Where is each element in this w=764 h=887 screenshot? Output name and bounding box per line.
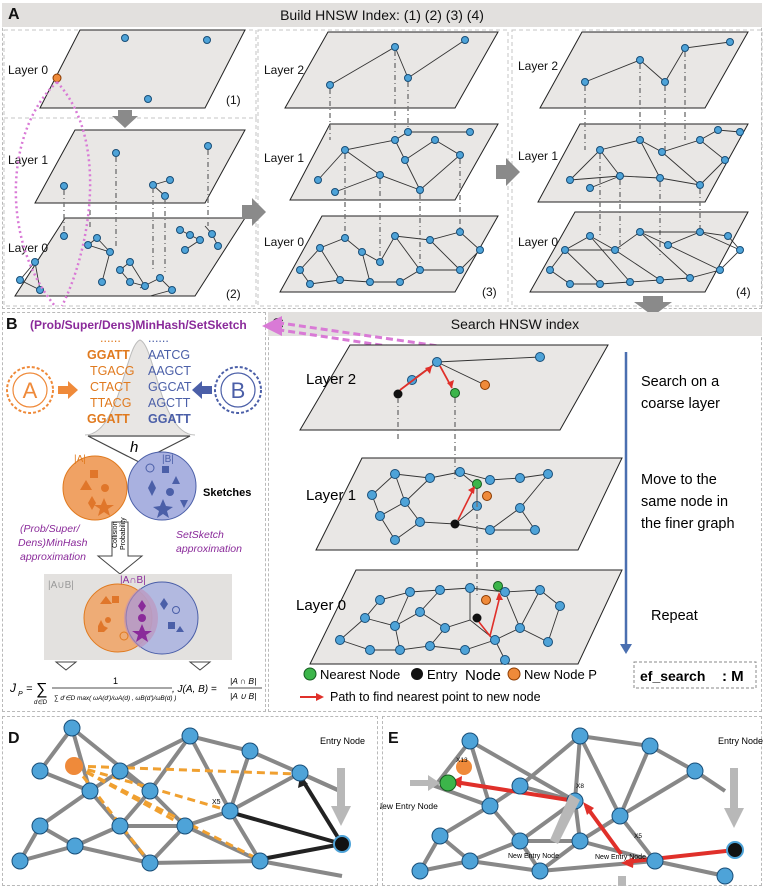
e-entry-label: Entry Node	[718, 736, 763, 746]
d-entry-label: Entry Node	[320, 736, 365, 746]
c-step3: Repeat	[651, 608, 698, 624]
e-new-entry-right: New Entry Node	[595, 854, 646, 861]
dots-a: ......	[100, 331, 121, 345]
c-step1-line2: coarse layer	[641, 396, 720, 412]
legend-path: Path to find nearest point to new node	[330, 690, 541, 704]
formula-numerator: 1	[113, 676, 118, 686]
a1-layer0-plane	[39, 29, 246, 109]
a4-layer1-nodes	[566, 126, 744, 192]
panel-d	[2, 716, 378, 886]
a4-layer0-label: Layer 0	[518, 235, 558, 249]
sum-symbol: ∑	[36, 681, 47, 698]
a3-layer0-nodes	[296, 228, 484, 288]
legend-entry-node: Node	[465, 667, 501, 684]
a1-step-label: (1)	[226, 93, 241, 107]
legend-entry: Entry	[427, 667, 458, 682]
approx-left-0: (Prob/Super/	[20, 523, 81, 535]
a3-layer1-label: Layer 1	[264, 151, 304, 165]
legend-nearest: Nearest Node	[320, 667, 400, 682]
panel-e	[382, 716, 762, 886]
a3-layer2-label: Layer 2	[264, 63, 304, 77]
panel-a-letter: A	[8, 6, 20, 23]
svg-text:=: =	[26, 683, 33, 695]
collision-0: Collision	[112, 521, 119, 548]
a1-layer0-label: Layer 0	[8, 63, 48, 77]
seq-b-1: AAGCT	[148, 364, 191, 378]
set-a-label: A	[23, 378, 38, 403]
set-b-label: B	[231, 378, 246, 403]
seq-a-3: TTACG	[90, 396, 131, 410]
formula-denominator: ∑ d′∈D max( ωA(d′)/ωA(d) , ωB(d′)/ωB(d) …	[54, 695, 176, 702]
approx-left-2: approximation	[20, 551, 86, 563]
approx-right-1: approximation	[176, 543, 242, 555]
panel-a-graphics: Layer 0 (1) Layer 1 Layer 0 (2) Layer 2 …	[3, 29, 763, 312]
a3-layer1-nodes	[314, 128, 474, 196]
panel-b-graphics: A B ...... ...... GGATT TGACG CTACT TTAC…	[6, 331, 262, 706]
c-layer1-label: Layer 1	[306, 487, 356, 504]
a4-layer1-label: Layer 1	[518, 149, 558, 163]
panel-b-title: (Prob/Super/Dens)MinHash/SetSketch	[30, 318, 247, 332]
e-x13-label: X13	[456, 757, 468, 764]
panel-c-title: Search HNSW index	[450, 316, 580, 332]
c-step2-line2: same node in	[641, 494, 728, 510]
seq-b-2: GGCAT	[148, 380, 192, 394]
panel-b-letter: B	[6, 316, 18, 333]
a3-layer0-label: Layer 0	[264, 235, 304, 249]
sum-sub: d∈D	[34, 699, 48, 706]
legend-new: New Node P	[524, 667, 597, 682]
intersection-label: |A∩B|	[120, 575, 146, 586]
jp-lhs: J	[9, 681, 17, 695]
d-x5-label: X5	[212, 799, 221, 806]
panel-b	[2, 312, 266, 712]
panel-d-graphics: Entry Node X5	[11, 719, 365, 878]
c-layer1-nodes	[367, 467, 553, 545]
e-x5-label: X5	[634, 833, 642, 840]
c-layer2-label: Layer 2	[306, 371, 356, 388]
panel-e-letter: E	[388, 730, 399, 747]
card-b: |B|	[162, 454, 174, 465]
e-new-entry-left: New Entry Node	[380, 801, 438, 811]
union-label: |A∪B|	[48, 580, 74, 591]
panel-d-letter: D	[8, 730, 20, 747]
d-nodes	[11, 719, 309, 872]
seq-a-2: CTACT	[90, 380, 131, 394]
panel-c-header: Search HNSW index	[268, 312, 762, 336]
formula-j-den: |A ∪ B|	[230, 691, 256, 701]
approx-right-0: SetSketch	[176, 529, 224, 541]
formula-j-num: |A ∩ B|	[230, 676, 256, 686]
seq-b-0: AATCG	[148, 348, 190, 362]
ef-search-value: : M	[722, 668, 744, 685]
dots-b: ......	[148, 331, 169, 345]
card-a: |A|	[74, 454, 86, 465]
collision-1: Probability	[120, 517, 127, 550]
c-step2-line1: Move to the	[641, 472, 717, 488]
hash-label: h	[130, 439, 138, 456]
seq-a-4: GGATT	[87, 412, 130, 426]
c-step1-line1: Search on a	[641, 374, 720, 390]
c-layer0-label: Layer 0	[296, 597, 346, 614]
a4-layer0-nodes	[546, 228, 744, 288]
panel-a-header: Build HNSW Index: (1) (2) (3) (4)	[2, 3, 762, 27]
e-x8-label: X8	[576, 783, 584, 790]
a4-layer2-label: Layer 2	[518, 59, 558, 73]
ef-search-label: ef_search	[640, 668, 705, 684]
c-layer0-nodes	[335, 583, 565, 665]
a3-step-label: (3)	[482, 285, 497, 299]
e-new-entry-mid: New Entry Node	[508, 853, 559, 860]
sketches-label: Sketches	[203, 487, 251, 499]
seq-b-3: AGCTT	[148, 396, 191, 410]
a2-layer0-label: Layer 0	[8, 241, 48, 255]
a2-step-label: (2)	[226, 287, 241, 301]
seq-a-1: TGACG	[90, 364, 134, 378]
a4-step-label: (4)	[736, 285, 751, 299]
jp-sub: P	[18, 691, 23, 698]
panel-a-title: Build HNSW Index: (1) (2) (3) (4)	[280, 7, 484, 23]
formula-j: , J(A, B) =	[172, 684, 217, 695]
seq-a-0: GGATT	[87, 348, 130, 362]
seq-b-4: GGATT	[148, 412, 191, 426]
panel-e-graphics: Entry Node New Entry Node New Entry Node…	[380, 727, 763, 886]
c-step2-line3: the finer graph	[641, 516, 735, 532]
panel-c-graphics: Layer 2 Layer 1 Layer 0	[262, 316, 757, 704]
approx-left-1: Dens)MinHash	[18, 537, 88, 549]
